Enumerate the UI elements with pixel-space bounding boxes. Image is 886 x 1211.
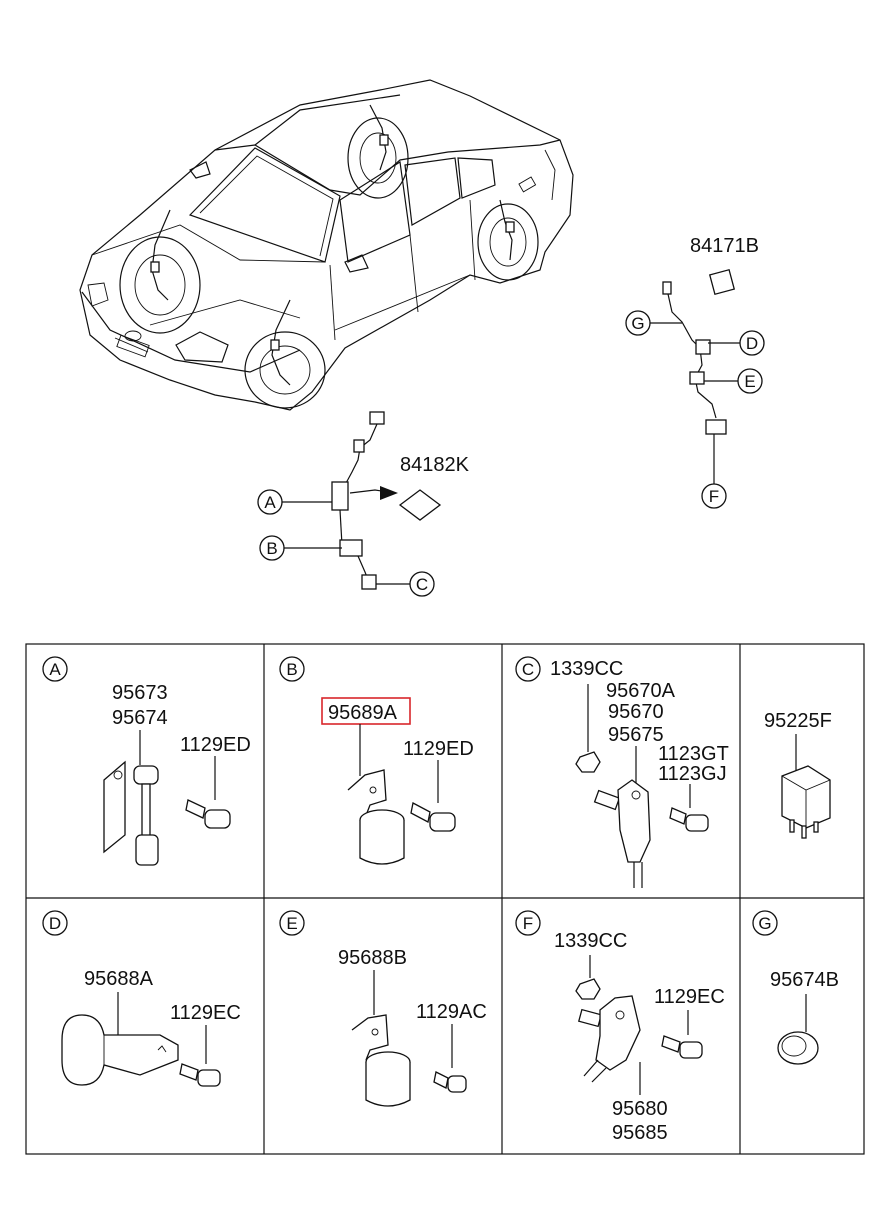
panel-a-part1: 95673: [112, 682, 168, 704]
panel-e: E 95688B 1129AC: [279, 910, 487, 1107]
callout-d: [739, 330, 765, 356]
callout-a-letter: A: [264, 493, 276, 512]
panel-e-part: 95688B: [338, 947, 407, 969]
panel-g: G 95674B: [752, 910, 839, 1065]
callout-b: [259, 535, 285, 561]
panel-a-bolt: 1129ED: [180, 734, 251, 756]
panel-relay-part: 95225F: [764, 710, 832, 732]
panel-b-bolt: 1129ED: [403, 738, 474, 760]
panel-c-bolt1: 1123GT: [658, 743, 729, 765]
callout-c-letter: C: [416, 575, 428, 594]
panel-d-bolt: 1129EC: [170, 1002, 241, 1024]
front-sensor-assembly: [331, 411, 442, 590]
panel-c-part2: 95670: [608, 701, 664, 723]
callout-f: [701, 483, 727, 509]
panel-f-part2: 95685: [612, 1122, 668, 1144]
callout-g: [625, 310, 651, 336]
panel-g-part: 95674B: [770, 969, 839, 991]
panel-a-letter: A: [49, 660, 61, 679]
panel-c-letter: C: [522, 660, 534, 679]
panel-b-part: 95689A: [328, 702, 398, 724]
panel-a: A 95673 95674 1129ED: [42, 656, 251, 866]
sticker-84182k-label: 84182K: [400, 454, 470, 476]
panel-d: D 95688A 1129EC: [42, 910, 241, 1087]
parts-grid: [25, 643, 865, 1155]
panel-e-bolt: 1129AC: [416, 1001, 487, 1023]
panel-c-part1: 95670A: [606, 680, 676, 702]
callout-e: [737, 368, 763, 394]
callout-c: [409, 571, 435, 597]
panel-c-bolt2: 1123GJ: [658, 763, 727, 785]
callout-e-letter: E: [744, 372, 755, 391]
panel-f-bolt: 1129EC: [654, 986, 725, 1008]
panel-f-part1: 95680: [612, 1098, 668, 1120]
panel-c-nut: 1339CC: [550, 658, 623, 680]
callout-g-letter: G: [631, 314, 644, 333]
callout-f-letter: F: [709, 487, 719, 506]
panel-d-part: 95688A: [84, 968, 154, 990]
panel-d-letter: D: [49, 914, 61, 933]
panel-e-letter: E: [286, 914, 297, 933]
callout-d-letter: D: [746, 334, 758, 353]
panel-b-letter: B: [286, 660, 297, 679]
car-illustration: [79, 79, 574, 411]
panel-c: C 1339CC 95670A 95670 95675 1123GT 1123G…: [515, 656, 729, 888]
panel-b: B 95689A 1129ED: [279, 656, 474, 865]
panel-f: F 1339CC 1129EC 95680 95685: [515, 910, 725, 1144]
callout-b-letter: B: [266, 539, 277, 558]
panel-relay: 95225F: [764, 710, 832, 839]
panel-f-letter: F: [523, 914, 533, 933]
panel-g-letter: G: [758, 914, 771, 933]
rear-sensor-assembly: [662, 268, 736, 484]
callout-a: [257, 489, 283, 515]
highlight-box: [321, 697, 411, 725]
panel-f-nut: 1339CC: [554, 930, 627, 952]
panel-a-part2: 95674: [112, 707, 168, 729]
sticker-84182k-text: 84182K: [400, 454, 470, 476]
sticker-84171b-text: 84171B: [690, 235, 759, 257]
panel-c-part3: 95675: [608, 724, 664, 746]
